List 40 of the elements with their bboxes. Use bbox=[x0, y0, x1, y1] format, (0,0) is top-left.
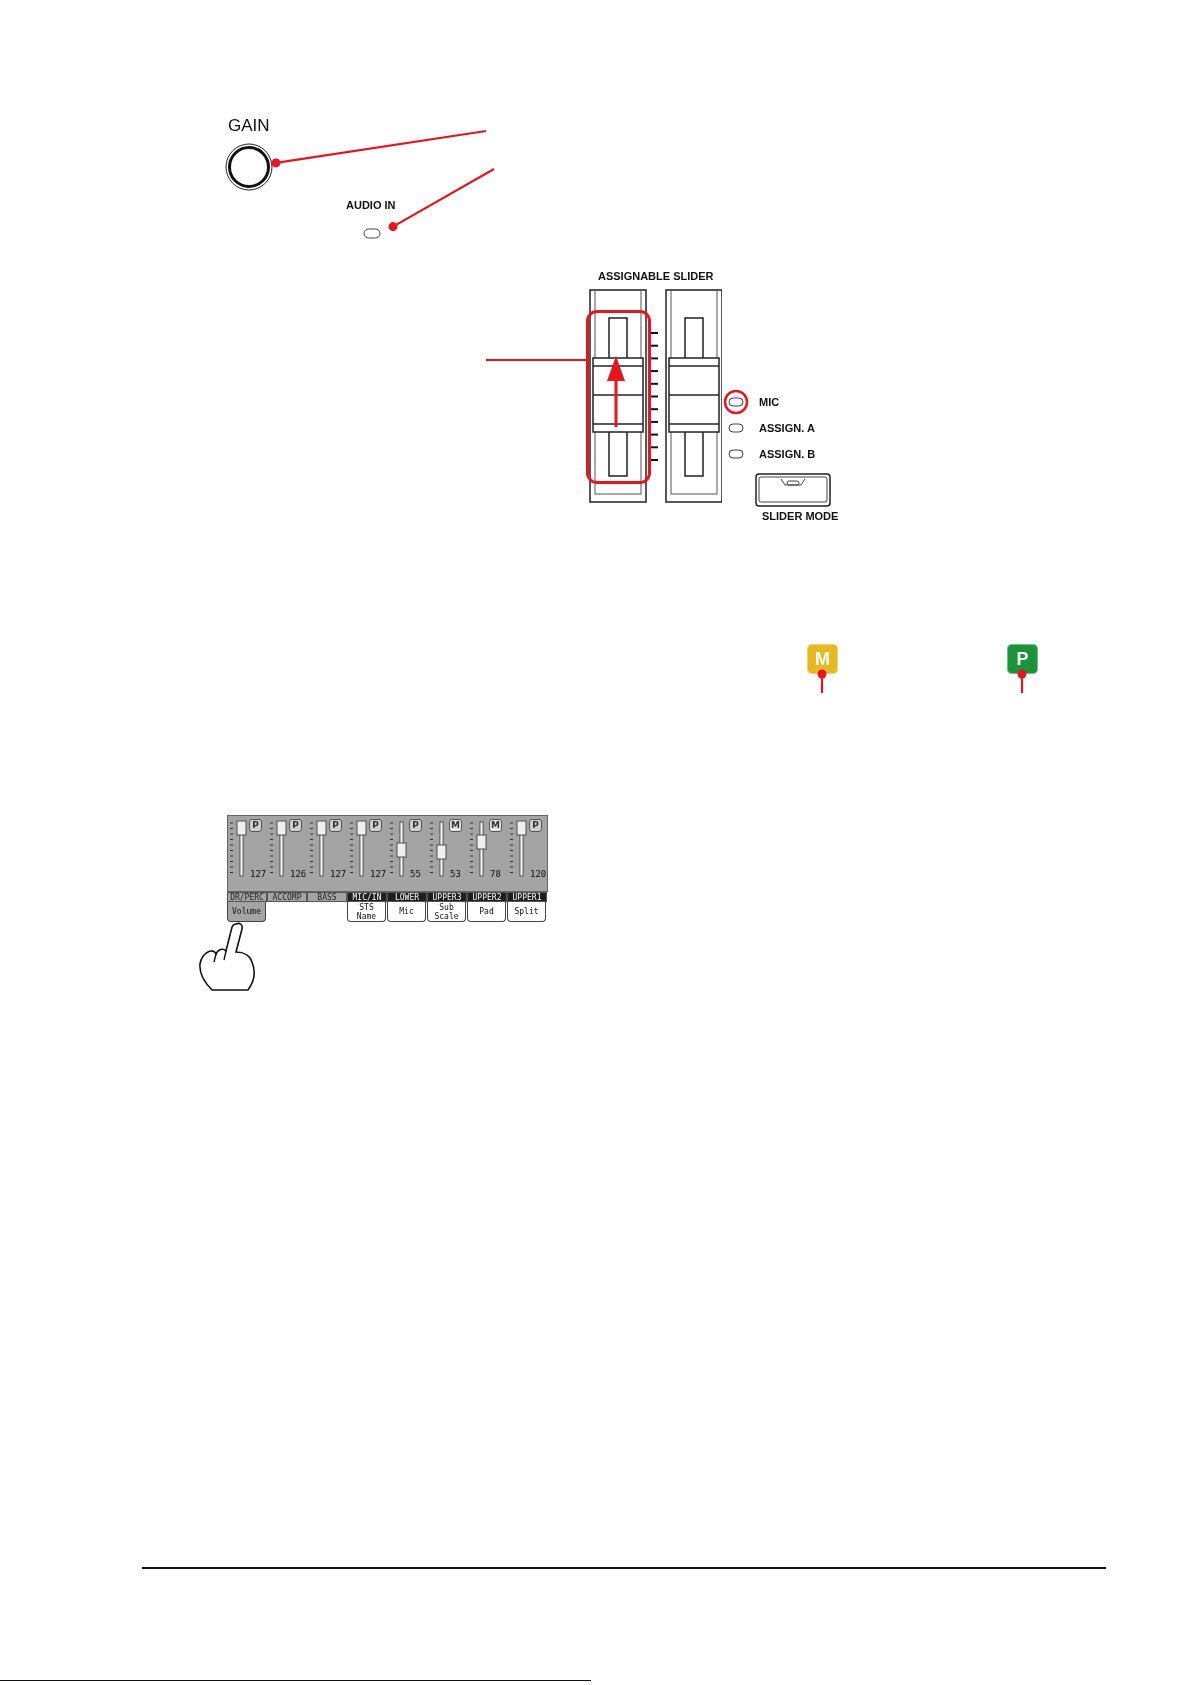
control-label: SLIDER MODE bbox=[762, 510, 839, 522]
leader-line bbox=[817, 669, 827, 693]
mode-badge-icon: P bbox=[1007, 644, 1038, 674]
tab-button: Sub Scale bbox=[427, 902, 466, 922]
knob-label: GAIN bbox=[228, 116, 270, 136]
control-label: MIC bbox=[759, 396, 780, 408]
level-value: 55 bbox=[410, 870, 421, 879]
level-value: 78 bbox=[490, 870, 501, 879]
tab-button: Split bbox=[507, 902, 546, 922]
level-value: 53 bbox=[450, 870, 461, 879]
highlight-frame bbox=[586, 310, 651, 484]
channel-name-tab: BASS bbox=[307, 892, 347, 902]
level-value: 120 bbox=[530, 870, 547, 879]
leader-line bbox=[486, 358, 586, 362]
mode-badge: P bbox=[409, 819, 422, 832]
tab-button: Pad bbox=[467, 902, 506, 922]
tab-button: STS Name bbox=[347, 902, 386, 922]
mode-badge: M bbox=[449, 819, 462, 832]
indicator-label: AUDIO IN bbox=[346, 199, 396, 211]
level-value: 127 bbox=[250, 870, 267, 879]
tab-button: Mic bbox=[387, 902, 426, 922]
leader-line bbox=[1017, 669, 1027, 693]
tab-button: Volume bbox=[227, 902, 266, 922]
mode-badge: P bbox=[289, 819, 302, 832]
section-heading: ASSIGNABLE SLIDER bbox=[598, 270, 714, 282]
mode-badge-icon: M bbox=[807, 644, 838, 674]
leader-line bbox=[388, 168, 495, 232]
mode-badge: P bbox=[529, 819, 542, 832]
leader-line bbox=[271, 129, 487, 168]
mode-badge: P bbox=[249, 819, 262, 832]
level-value: 126 bbox=[290, 870, 307, 879]
channel-name-tab: ACCOMP bbox=[267, 892, 307, 902]
mode-badge: P bbox=[369, 819, 382, 832]
mode-badge: M bbox=[489, 819, 502, 832]
level-value: 127 bbox=[370, 870, 387, 879]
mode-badge: P bbox=[329, 819, 342, 832]
control-label: ASSIGN. B bbox=[759, 448, 816, 460]
audio-in-indicator bbox=[344, 198, 393, 240]
control-label: ASSIGN. A bbox=[759, 422, 815, 434]
level-value: 127 bbox=[330, 870, 347, 879]
